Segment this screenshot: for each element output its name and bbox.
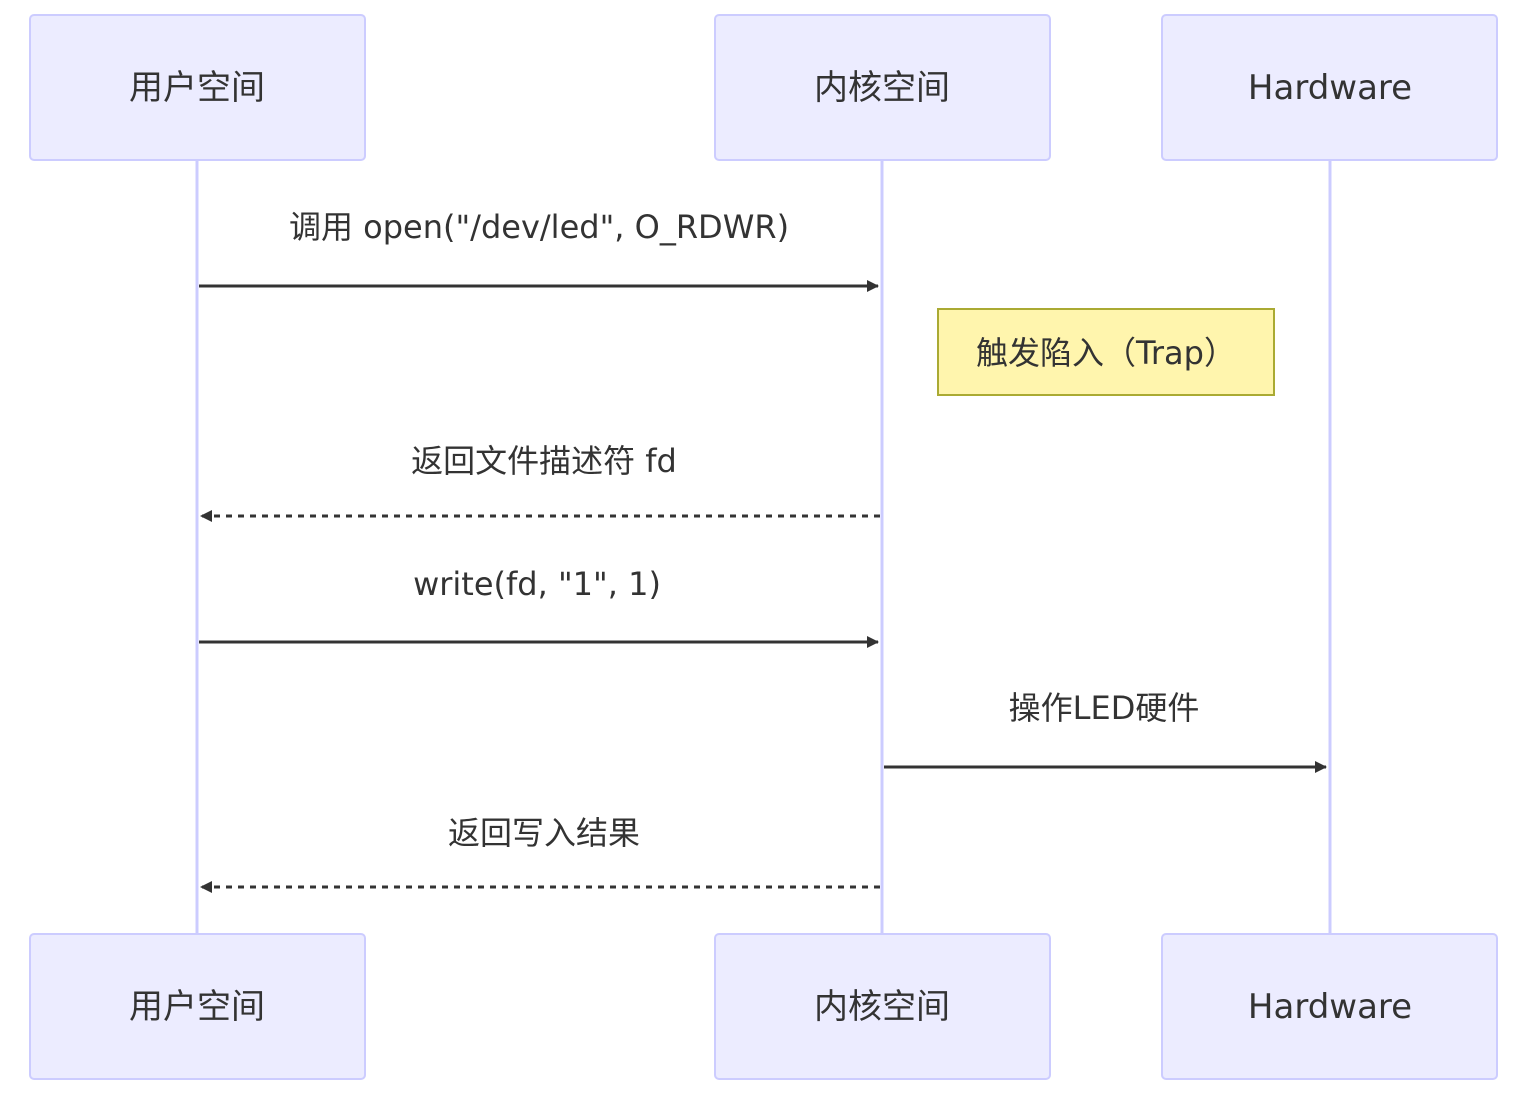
message-open: 调用 open("/dev/led", O_RDWR)	[199, 208, 879, 292]
message-label: 返回写入结果	[448, 814, 640, 852]
actor-user-bottom: 用户空间	[29, 933, 366, 1080]
actor-label: Hardware	[1248, 68, 1412, 108]
note-text: 触发陷入（Trap）	[976, 334, 1236, 372]
message-label: 操作LED硬件	[1009, 689, 1200, 727]
message-label: 返回文件描述符 fd	[411, 442, 677, 480]
actor-hardware-top: Hardware	[1161, 14, 1498, 161]
message-label: 调用 open("/dev/led", O_RDWR)	[289, 208, 789, 246]
message-write: write(fd, "1", 1)	[199, 565, 879, 648]
note-trap: 触发陷入（Trap）	[937, 308, 1275, 396]
actor-label: 内核空间	[814, 987, 950, 1027]
actor-label: Hardware	[1248, 987, 1412, 1027]
actor-hardware-bottom: Hardware	[1161, 933, 1498, 1080]
actor-label: 内核空间	[814, 68, 950, 108]
actor-kernel-bottom: 内核空间	[714, 933, 1051, 1080]
actor-kernel-top: 内核空间	[714, 14, 1051, 161]
actor-label: 用户空间	[129, 987, 265, 1027]
message-return-result: 返回写入结果	[200, 814, 880, 893]
message-operate-led: 操作LED硬件	[884, 689, 1327, 773]
message-return-fd: 返回文件描述符 fd	[200, 442, 880, 522]
actor-user-top: 用户空间	[29, 14, 366, 161]
message-label: write(fd, "1", 1)	[413, 565, 661, 603]
actor-label: 用户空间	[129, 68, 265, 108]
